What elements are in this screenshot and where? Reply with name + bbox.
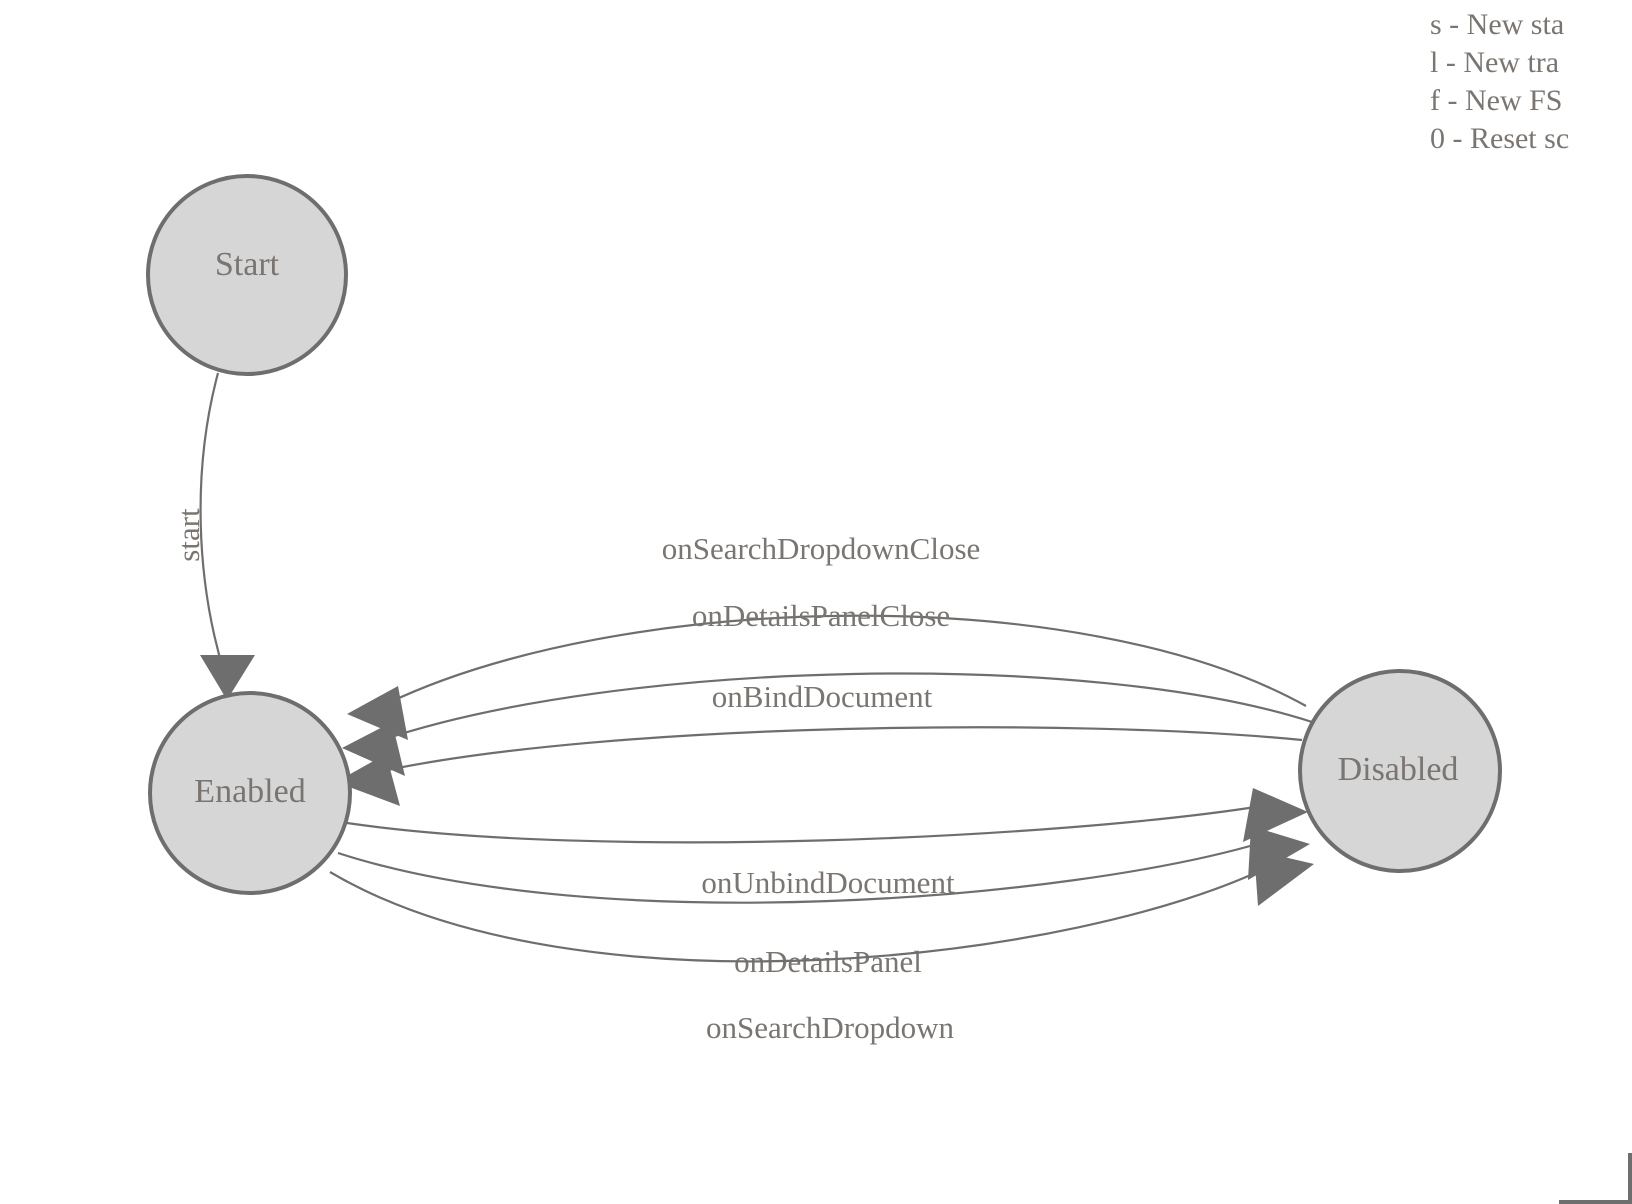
state-node-enabled[interactable]: Enabled [148,691,352,895]
transition-onbinddocument[interactable]: onBindDocument [336,679,1303,806]
state-node-start[interactable]: Start [146,174,348,376]
transition-onunbinddocument-path[interactable] [346,804,1263,844]
transition-onunbinddocument-label: onUnbindDocument [701,865,955,900]
state-node-disabled[interactable]: Disabled [1298,669,1502,873]
transition-ondetailspanelclose[interactable]: onDetailsPanelClose [342,598,1313,776]
resize-corner-handle[interactable] [1559,1153,1632,1204]
transition-ondetailspanel-path[interactable] [337,840,1265,904]
legend-item-new-fsm: f - New FS [1430,84,1563,117]
transition-onsearchdropdown-arrowhead [1254,850,1314,906]
state-node-disabled-circle[interactable] [1298,669,1502,873]
state-node-start-circle[interactable] [146,174,348,376]
transition-onsearchdropdownclose-path[interactable] [385,614,1307,707]
transition-onsearchdropdownclose-label: onSearchDropdownClose [662,531,981,566]
transition-start-label: start [171,508,206,562]
state-node-enabled-label: Enabled [194,773,305,810]
shortcut-legend: s - New sta l - New tra f - New FS 0 - R… [1430,0,1632,158]
transition-onsearchdropdown-path[interactable] [329,865,1271,963]
transition-onunbinddocument[interactable]: onUnbindDocument [346,788,1308,900]
transition-onbinddocument-path[interactable] [377,726,1303,774]
state-node-start-label: Start [215,246,280,283]
legend-item-reset-scale: 0 - Reset sc [1430,122,1570,155]
transition-ondetailspanelclose-label: onDetailsPanelClose [692,598,950,633]
legend-item-new-state: s - New sta [1430,8,1565,41]
transition-onsearchdropdownclose[interactable]: onSearchDropdownClose [347,531,1307,740]
transition-ondetailspanelclose-path[interactable] [381,672,1313,742]
state-node-disabled-label: Disabled [1338,751,1459,788]
transition-onsearchdropdown[interactable]: onSearchDropdown [329,850,1314,1045]
transition-start-arrowhead [200,655,255,700]
transition-ondetailspanelclose-arrowhead [342,722,405,776]
transition-start[interactable]: start [171,372,255,700]
transition-start-path[interactable] [199,372,226,673]
transition-ondetailspanel[interactable]: onDetailsPanel [337,826,1310,979]
transition-onsearchdropdown-label: onSearchDropdown [706,1010,954,1045]
legend-item-new-transition: l - New tra [1430,46,1560,79]
state-node-enabled-circle[interactable] [148,691,352,895]
transition-onbinddocument-label: onBindDocument [712,679,933,714]
transition-onunbinddocument-arrowhead [1243,788,1308,842]
transition-onbinddocument-arrowhead [336,754,400,806]
